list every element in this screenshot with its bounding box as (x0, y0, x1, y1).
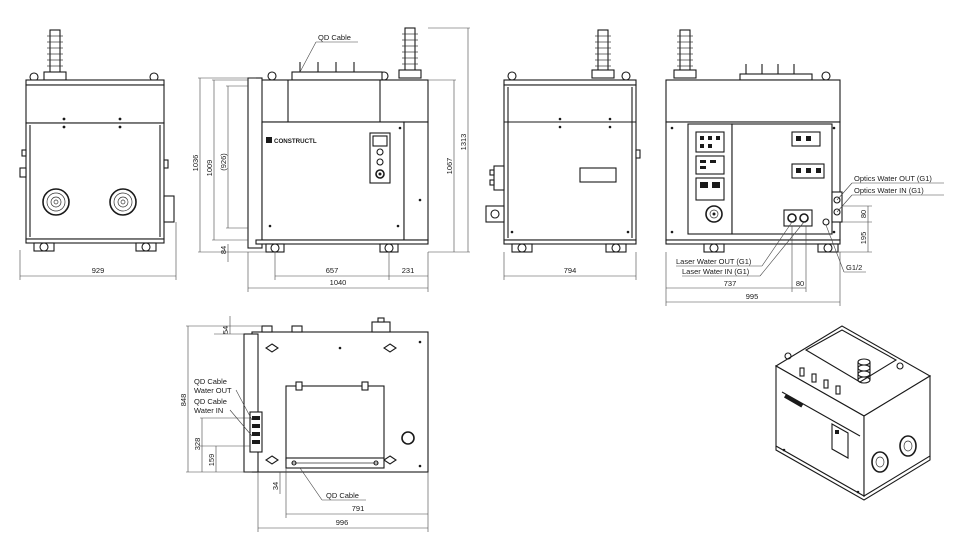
side-chimney (398, 27, 422, 79)
side-dim-1067: 1067 (445, 158, 454, 175)
rear-dim-995: 995 (746, 292, 759, 301)
top-dim-848: 848 (179, 394, 188, 407)
side-dim-1009: 1009 (205, 160, 214, 177)
top-dim-328: 328 (193, 438, 202, 451)
back-width-dim: 794 (564, 266, 577, 275)
side-logo-text: CONSTRUCTL (274, 138, 317, 145)
rear-dim-737: 737 (724, 279, 737, 288)
rear-dim-80-v: 80 (859, 210, 868, 218)
top-side-connectors (249, 411, 263, 453)
top-dim-159: 159 (207, 454, 216, 467)
side-dim-926: (926) (219, 153, 228, 171)
iso-fan-left (871, 451, 889, 473)
rear-dim-80-h: 80 (796, 279, 804, 288)
rear-view: Optics Water OUT (G1) Optics Water IN (G… (665, 29, 944, 306)
top-dim-34: 34 (271, 482, 280, 490)
qd-cable-water-in-label-1: QD Cable (194, 397, 227, 406)
side-dim-84: 84 (219, 246, 228, 254)
front-fan-right (109, 188, 137, 216)
back-side-fittings (485, 165, 505, 223)
iso-chimney (857, 358, 871, 384)
top-dim-54: 54 (221, 326, 230, 334)
qd-cable-water-out-label-1: QD Cable (194, 377, 227, 386)
top-view: 54 848 328 159 QD Cable Water OUT QD Cab… (179, 316, 429, 532)
top-qd-cable-label: QD Cable (326, 491, 359, 500)
side-dim-231: 231 (402, 266, 415, 275)
g12-label: G1/2 (846, 263, 862, 272)
rear-electrical-panel (695, 131, 725, 223)
optics-water-out-label: Optics Water OUT (G1) (854, 174, 932, 183)
side-qd-connectors (291, 62, 383, 81)
side-view: QD Cable CONSTRUCTL (191, 27, 470, 292)
front-view: 929 (19, 29, 177, 280)
side-qd-cable-label: QD Cable (318, 33, 351, 42)
side-dim-657: 657 (326, 266, 339, 275)
rear-dim-195: 195 (859, 232, 868, 245)
iso-fan-right (899, 435, 917, 457)
side-dim-1040: 1040 (330, 278, 347, 287)
side-dim-1313: 1313 (459, 134, 468, 151)
laser-water-out-label: Laser Water OUT (G1) (676, 257, 752, 266)
top-dim-791: 791 (352, 504, 365, 513)
isometric-view (774, 325, 932, 501)
back-view: 794 (485, 29, 641, 280)
side-control-panel (369, 132, 391, 184)
rear-chimney (673, 29, 697, 79)
side-dim-1036: 1036 (191, 155, 200, 172)
front-fan-left (42, 188, 70, 216)
qd-cable-water-out-label-2: Water OUT (194, 386, 232, 395)
optics-water-in-label: Optics Water IN (G1) (854, 186, 924, 195)
top-dim-996: 996 (336, 518, 349, 527)
back-chimney (591, 29, 615, 79)
qd-cable-water-in-label-2: Water IN (194, 406, 223, 415)
front-width-dim: 929 (92, 266, 105, 275)
front-chimney (43, 29, 67, 81)
laser-water-in-label: Laser Water IN (G1) (682, 267, 750, 276)
